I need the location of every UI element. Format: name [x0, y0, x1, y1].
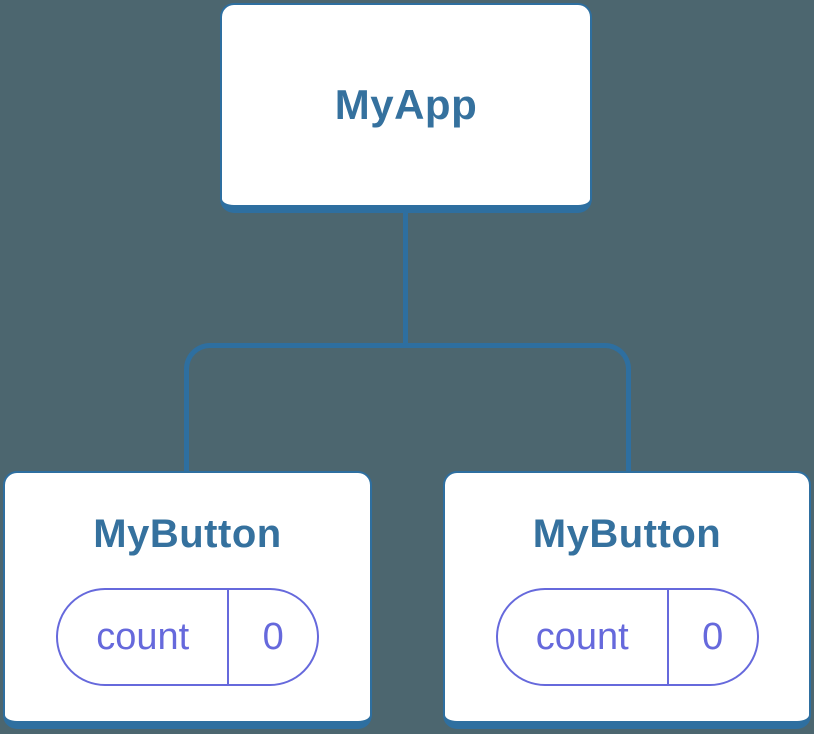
state-value-2: 0	[702, 615, 724, 658]
tree-node-mybutton-2: MyButton count 0	[443, 471, 811, 729]
myapp-node-label: MyApp	[334, 80, 478, 128]
state-value-1: 0	[262, 615, 284, 658]
connector-branch	[184, 343, 631, 471]
state-key-2: count	[498, 590, 669, 684]
state-pill-2: count 0	[495, 588, 759, 686]
state-key-1: count	[58, 590, 230, 684]
mybutton-2-node-label: MyButton	[532, 512, 722, 556]
connector-stem	[403, 211, 408, 348]
tree-node-myapp: MyApp	[220, 3, 592, 213]
tree-node-mybutton-1: MyButton count 0	[3, 471, 372, 729]
state-pill-1: count 0	[56, 588, 319, 686]
mybutton-1-node-label: MyButton	[93, 512, 282, 556]
